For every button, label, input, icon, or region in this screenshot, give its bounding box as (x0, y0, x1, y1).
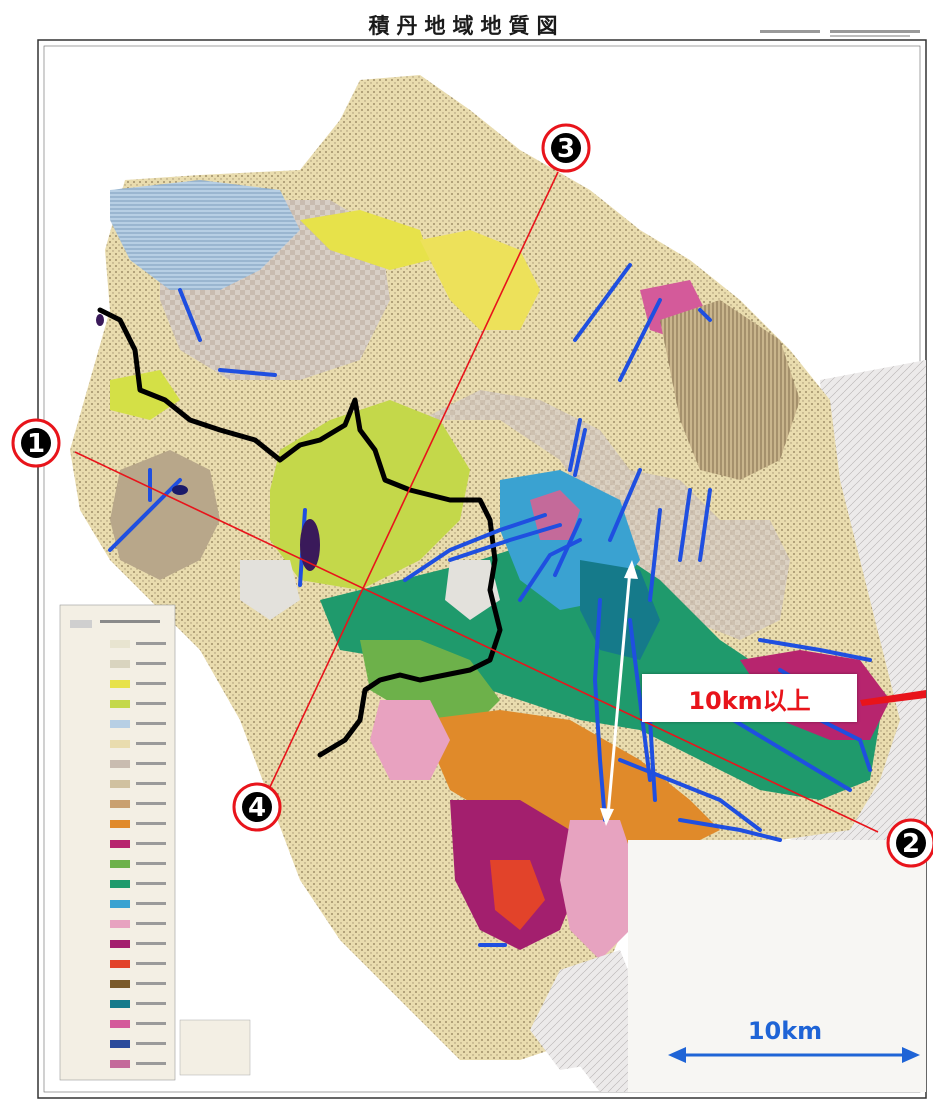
fault-lines (108, 263, 872, 947)
dark-intrusion-1 (300, 519, 320, 571)
dark-teal-unit (580, 560, 660, 660)
section-lines (74, 171, 879, 833)
marker-4: 4 (232, 782, 282, 832)
marker-3: 3 (541, 123, 591, 173)
green-unit-south (360, 640, 500, 730)
scale-label: 10km (747, 1017, 823, 1045)
pink-unit-west (370, 700, 450, 780)
callout-pointer (860, 690, 926, 706)
pink-unit-south (560, 820, 640, 960)
fault-length-callout: 10km以上 (642, 674, 857, 722)
yellow-unit-1 (300, 210, 430, 270)
section-line-1-2 (74, 451, 879, 833)
gray-patch-1 (240, 560, 300, 620)
header-fine-print (760, 30, 920, 37)
yellow-unit-2 (420, 230, 540, 330)
sediment-unit-northwest (110, 180, 300, 290)
section-line-3-4 (269, 171, 559, 788)
scale-arrow (668, 1047, 920, 1063)
dark-intrusion-2 (172, 485, 188, 495)
marker-2: 2 (886, 818, 933, 868)
boundary-line (97, 307, 503, 758)
red-unit (490, 860, 545, 930)
map-title: 積丹地域地質図 (368, 13, 565, 38)
yellow-unit-3 (110, 370, 180, 420)
fault-length-arrow (600, 560, 638, 826)
blank-inset (628, 840, 926, 1092)
map-legend (59, 604, 251, 1081)
brown-unit-northeast (660, 300, 800, 480)
marker-2-label: 2 (902, 829, 920, 859)
volcanic-cone-west (110, 450, 220, 580)
dark-intrusion-3 (96, 314, 104, 326)
marker-1: 1 (11, 418, 61, 468)
green-unit-central (270, 400, 470, 590)
gray-patch-south (530, 950, 640, 1070)
gray-patch-2 (445, 560, 500, 620)
marker-1-label: 1 (27, 429, 45, 459)
marker-3-label: 3 (557, 134, 575, 164)
marker-4-label: 4 (248, 793, 266, 823)
pink-unit-small (530, 490, 580, 540)
